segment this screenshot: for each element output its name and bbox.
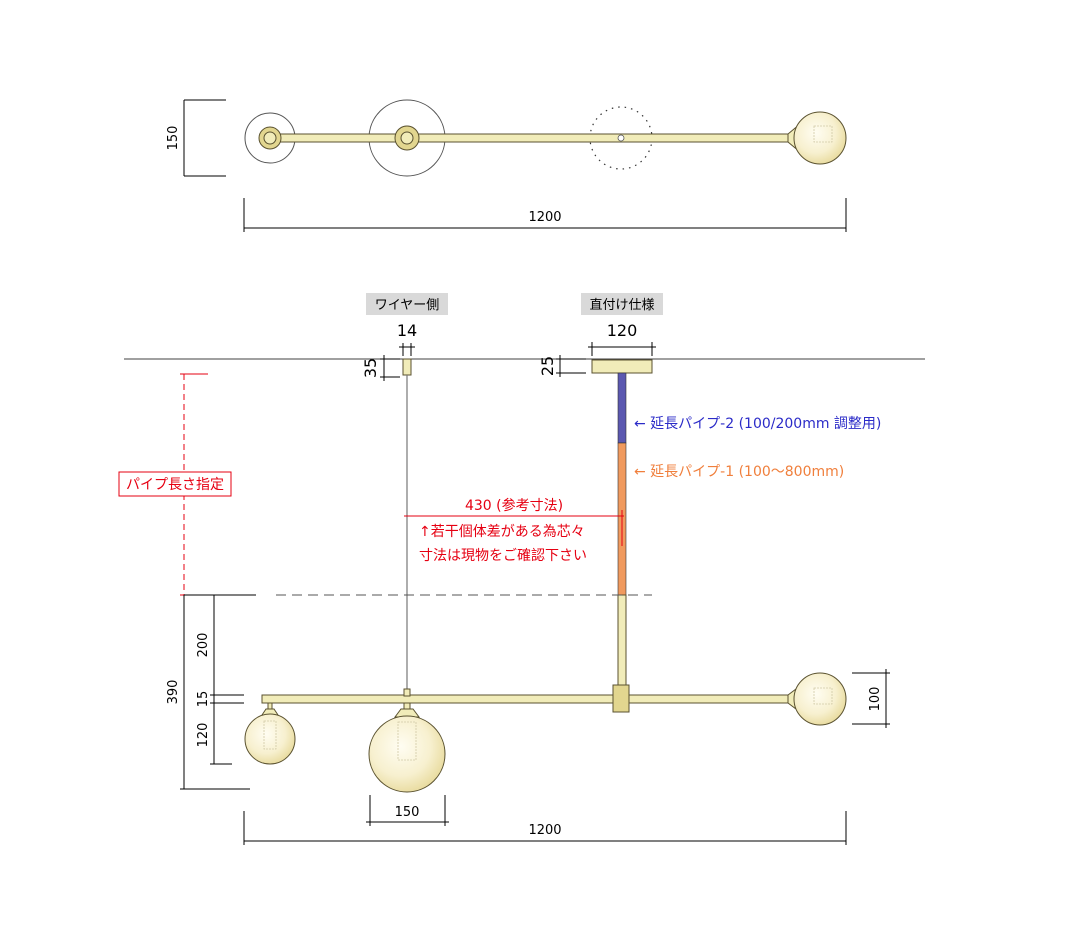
- wire-side-label: ワイヤー側: [375, 298, 440, 313]
- note-line-1: ↑若干個体差がある為芯々: [419, 524, 585, 540]
- dim-120: 120: [196, 723, 211, 748]
- wire-label-bg: [366, 293, 448, 315]
- pipe-joint-sleeve: [612, 684, 630, 713]
- wire-cap: [402, 358, 412, 376]
- side-width-dim: 1200: [528, 823, 561, 838]
- pipe-2-label: ← 延長パイプ-2 (100/200mm 調整用): [634, 416, 881, 432]
- wire-cap-dim: 35: [361, 358, 380, 378]
- top-view: 150 1200: [166, 99, 847, 232]
- joint-optional: [617, 134, 625, 142]
- main-pipe: [617, 594, 627, 686]
- right-globe: [793, 672, 847, 726]
- dim-100: 100: [868, 687, 883, 712]
- top-height-dim: 150: [166, 126, 181, 151]
- side-bar: [261, 694, 793, 704]
- dim-15: 15: [196, 691, 211, 708]
- direct-mount-label: 直付け仕様: [589, 298, 654, 313]
- left-globe: [244, 713, 296, 765]
- direct-base-plate: [591, 359, 653, 374]
- pipe-1-label: ← 延長パイプ-1 (100～800mm): [634, 464, 844, 480]
- dim-200: 200: [196, 633, 211, 658]
- pipe-length-label: パイプ長さ指定: [126, 477, 224, 493]
- extension-pipe-2: [617, 372, 627, 444]
- direct-label-bg: [581, 293, 663, 315]
- pipe-length-label-box: [118, 471, 232, 497]
- top-width-dim: 1200: [528, 210, 561, 225]
- dim-390: 390: [166, 680, 181, 705]
- globe-dim: 150: [395, 805, 420, 820]
- middle-globe: [368, 715, 446, 793]
- note-line-2: 寸法は現物をご確認下さい: [419, 548, 587, 564]
- direct-width-dim: 120: [607, 321, 638, 340]
- side-view: ワイヤー側 直付け仕様 14 35 120 25 ← 延: [118, 293, 925, 845]
- top-bar: [261, 133, 793, 143]
- direct-base-dim: 25: [538, 356, 557, 376]
- wire-width-dim: 14: [397, 321, 417, 340]
- reference-dim: 430 (参考寸法): [465, 497, 563, 514]
- top-globe: [793, 111, 847, 165]
